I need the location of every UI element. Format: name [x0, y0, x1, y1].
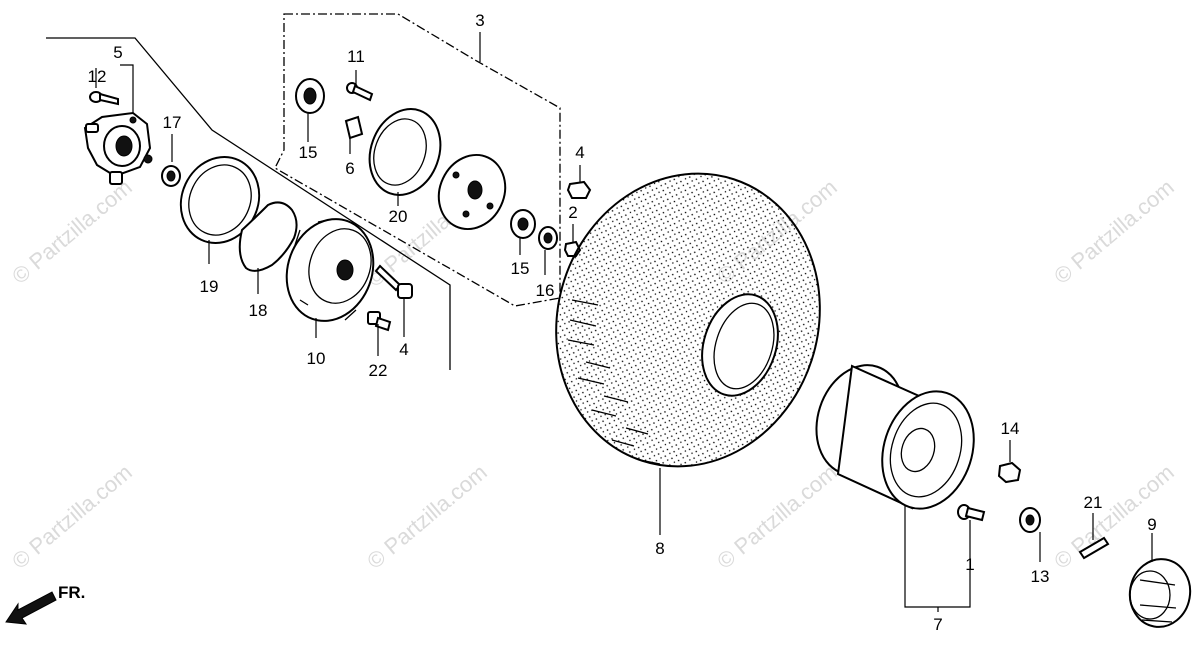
watermark: © Partzilla.com: [362, 459, 492, 573]
callout-12: 12: [88, 67, 107, 86]
brake-panel[interactable]: [427, 144, 517, 240]
callout-2: 2: [568, 203, 577, 222]
callout-4: 4: [575, 143, 584, 162]
watermark: © Partzilla.com: [1049, 174, 1179, 288]
seal-part-19[interactable]: [167, 144, 273, 256]
callout-16: 16: [536, 281, 555, 300]
callout-6: 6: [345, 159, 354, 178]
leader-lines: [95, 32, 1153, 612]
callouts: 5 12 17 19 18 10 4 22 11 15 6 20 3 4 2 1…: [88, 11, 1157, 634]
callout-9: 9: [1147, 515, 1156, 534]
hub-part-5[interactable]: [83, 111, 153, 185]
castle-nut-part-13[interactable]: [1019, 507, 1041, 533]
nut-part-14[interactable]: [997, 461, 1022, 484]
watermark: © Partzilla.com: [712, 459, 842, 573]
front-arrow-icon: [5, 591, 57, 625]
callout-3: 3: [475, 11, 484, 30]
watermark: © Partzilla.com: [7, 174, 137, 288]
tire-part-8[interactable]: [519, 139, 858, 501]
callout-5: 5: [113, 43, 122, 62]
brake-drum-part-10[interactable]: [273, 207, 388, 333]
wheel-rim-part-7[interactable]: [803, 354, 989, 521]
callout-20: 20: [389, 207, 408, 226]
hub-assembly-boundary: [46, 37, 451, 370]
callout-14: 14: [1001, 419, 1020, 438]
callout-1: 1: [965, 555, 974, 574]
washer-part-16[interactable]: [538, 226, 558, 250]
bearing-part-15[interactable]: [295, 78, 325, 114]
bearing-part-15[interactable]: [510, 209, 536, 239]
watermark: © Partzilla.com: [7, 459, 137, 573]
callout-13: 13: [1031, 567, 1050, 586]
callout-19: 19: [200, 277, 219, 296]
callout-10: 10: [307, 349, 326, 368]
callout-18: 18: [249, 301, 268, 320]
collar-part-6[interactable]: [344, 115, 364, 140]
brake-drum-assembly-boundary: [274, 13, 561, 307]
cotter-pin-part-21[interactable]: [1078, 536, 1110, 560]
bolt-part-4[interactable]: [374, 264, 413, 299]
callout-4: 4: [399, 340, 408, 359]
bolt-part-11[interactable]: [346, 82, 374, 102]
callout-21: 21: [1084, 493, 1103, 512]
callout-7: 7: [933, 615, 942, 634]
callout-17: 17: [163, 113, 182, 132]
bolt-part-22[interactable]: [367, 311, 392, 332]
o-ring-part-18[interactable]: [238, 201, 298, 272]
nut-part-4[interactable]: [566, 180, 592, 199]
seal-part-20[interactable]: [358, 99, 452, 205]
callout-15: 15: [299, 143, 318, 162]
valve-part-1[interactable]: [957, 504, 986, 522]
front-direction-indicator: FR.: [5, 583, 85, 625]
callout-15: 15: [511, 259, 530, 278]
front-label: FR.: [58, 583, 85, 602]
watermark: © Partzilla.com: [1049, 459, 1179, 573]
callout-11: 11: [347, 47, 365, 66]
hub-cap-part-9[interactable]: [1125, 554, 1196, 631]
bearing-part-17[interactable]: [161, 165, 181, 187]
callout-8: 8: [655, 539, 664, 558]
bolt-part-12[interactable]: [89, 91, 119, 106]
callout-22: 22: [369, 361, 388, 380]
